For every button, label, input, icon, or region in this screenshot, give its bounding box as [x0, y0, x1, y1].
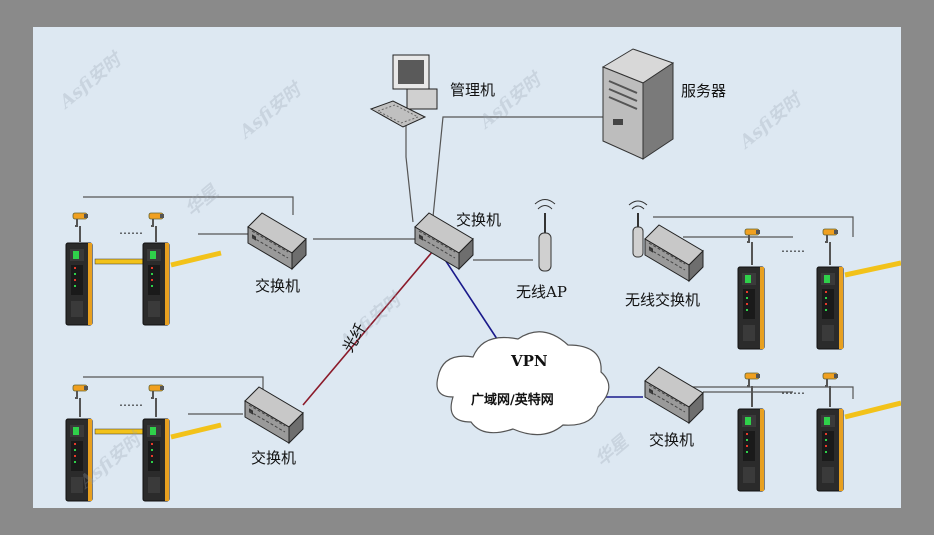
parking-terminal-icon — [65, 242, 93, 326]
server-label: 服务器 — [681, 82, 727, 100]
wireless-ap-label: 无线AP — [516, 283, 567, 301]
camera-icon — [822, 228, 839, 243]
barrier-arm-icon — [170, 422, 222, 440]
wireless-ap-icon — [534, 199, 556, 272]
vpn-cloud-icon — [436, 331, 610, 436]
parking-terminal-icon — [65, 418, 93, 502]
link-right-lower-top-bus — [683, 386, 854, 399]
link-wireless-switch-top-bus — [653, 216, 854, 237]
vpn-title: VPN — [511, 352, 548, 370]
barrier-arm-icon — [844, 400, 901, 420]
right-lower-switch-label: 交换机 — [649, 431, 695, 449]
barrier-arm-icon — [94, 258, 146, 265]
ellipsis-label: …… — [781, 383, 805, 397]
management-pc-label: 管理机 — [450, 81, 496, 99]
network-diagram-canvas: Asfi安时 Asfi安时 Asfi安时 Asfi安时 Asfi安时 Asfi安… — [33, 27, 901, 508]
right-lower-gate — [737, 372, 901, 492]
left-lower-switch-label: 交换机 — [251, 449, 297, 467]
core-switch-label: 交换机 — [456, 211, 502, 229]
management-pc-icon — [369, 54, 438, 128]
parking-terminal-icon — [142, 242, 170, 326]
link-left-lower-top-bus — [83, 376, 264, 389]
diagram-graphics — [65, 48, 901, 502]
parking-terminal-icon — [737, 266, 765, 350]
camera-icon — [72, 212, 89, 227]
camera-icon — [822, 372, 839, 387]
camera-icon — [148, 384, 165, 399]
left-lower-gate — [65, 384, 222, 502]
wireless-switch-antenna-icon — [628, 200, 648, 258]
left-upper-gate — [65, 212, 222, 326]
parking-terminal-icon — [816, 266, 844, 350]
fiber-link — [302, 250, 434, 406]
barrier-arm-icon — [94, 428, 146, 435]
left-upper-switch-label: 交换机 — [255, 277, 301, 295]
link-core-to-pc — [405, 122, 414, 223]
camera-icon — [148, 212, 165, 227]
parking-terminal-icon — [142, 418, 170, 502]
parking-terminal-icon — [816, 408, 844, 492]
server-icon — [601, 48, 675, 160]
barrier-arm-icon — [844, 260, 901, 278]
ellipsis-label: …… — [119, 223, 143, 237]
wireless-switch-label: 无线交换机 — [625, 291, 701, 309]
right-lower-switch-icon — [644, 366, 704, 424]
camera-icon — [72, 384, 89, 399]
link-left-upper-top-bus — [83, 196, 294, 215]
barrier-arm-icon — [170, 250, 222, 268]
camera-icon — [744, 228, 761, 243]
ellipsis-label: …… — [781, 241, 805, 255]
right-upper-gate — [737, 228, 901, 350]
vpn-subtitle: 广域网/英特网 — [471, 393, 554, 408]
vpn-link-core — [437, 248, 502, 346]
camera-icon — [744, 372, 761, 387]
connection-lines — [83, 116, 854, 415]
parking-terminal-icon — [737, 408, 765, 492]
ellipsis-label: …… — [119, 395, 143, 409]
wireless-switch-icon — [644, 224, 704, 282]
left-upper-switch-icon — [247, 212, 307, 270]
left-lower-switch-icon — [244, 386, 304, 444]
